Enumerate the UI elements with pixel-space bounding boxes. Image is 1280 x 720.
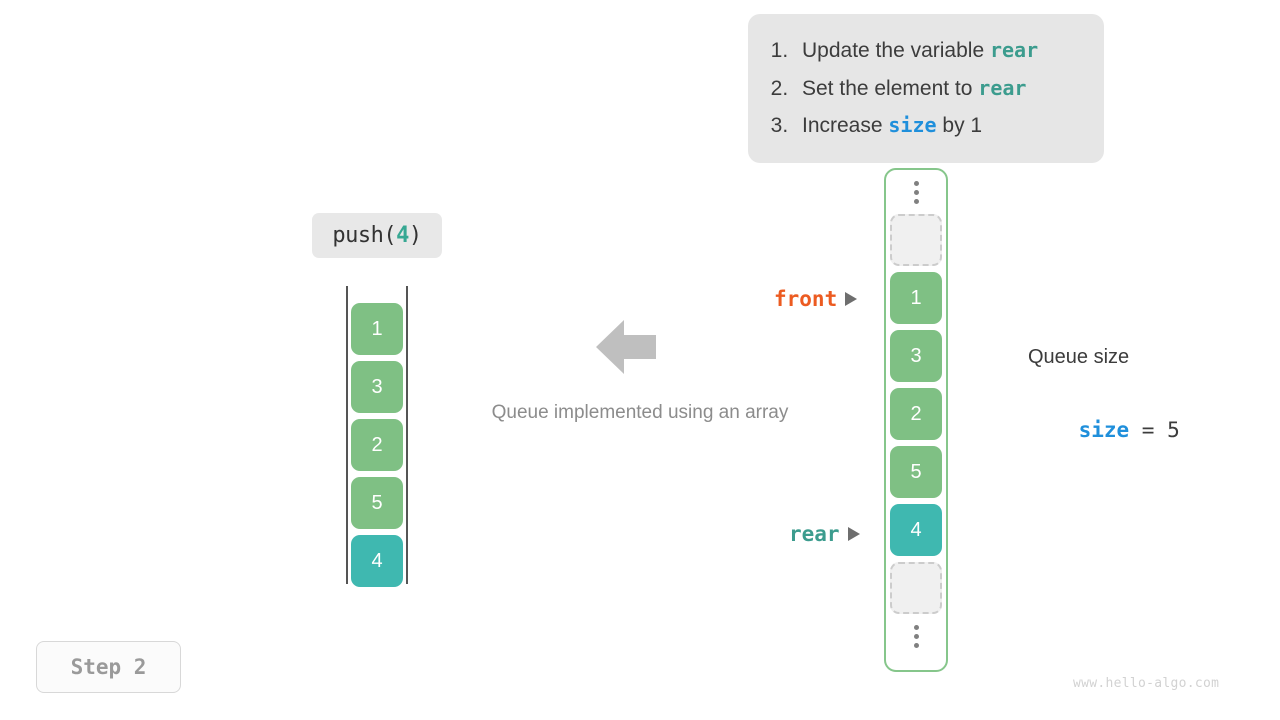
instruction-text-pre: Update the variable bbox=[802, 39, 990, 62]
operation-argument: 4 bbox=[396, 223, 409, 248]
queue-cell: 1 bbox=[351, 303, 403, 355]
instruction-item: Update the variable rear bbox=[794, 32, 1084, 70]
size-readout-expression: size = 5 bbox=[1028, 373, 1238, 487]
logical-queue-column: 1 3 2 5 4 bbox=[346, 286, 408, 587]
instruction-text-pre: Set the element to bbox=[802, 76, 979, 100]
left-arrow-icon bbox=[596, 320, 656, 374]
instruction-callout: Update the variable rear Set the element… bbox=[748, 14, 1104, 163]
array-cell-empty bbox=[890, 214, 942, 266]
instruction-text-pre: Increase bbox=[802, 114, 889, 137]
front-pointer-label: front bbox=[774, 287, 838, 311]
size-value: 5 bbox=[1167, 418, 1180, 442]
queue-rail-right bbox=[406, 286, 408, 584]
instruction-text-post: by 1 bbox=[936, 114, 983, 137]
size-readout: Queue size size = 5 bbox=[1028, 342, 1238, 487]
logical-queue-cells: 1 3 2 5 4 bbox=[351, 303, 403, 587]
array-cell: 2 bbox=[890, 388, 942, 440]
step-badge: Step 2 bbox=[36, 641, 181, 693]
array-cell: 5 bbox=[890, 446, 942, 498]
array-container: 1 3 2 5 4 bbox=[884, 168, 948, 672]
rear-pointer-label: rear bbox=[789, 522, 840, 546]
instruction-item: Increase size by 1 bbox=[794, 107, 1084, 145]
watermark: www.hello-algo.com bbox=[1073, 676, 1220, 691]
ellipsis-bottom-icon bbox=[913, 614, 919, 658]
rear-pointer: rear bbox=[789, 522, 860, 546]
queue-cell: 2 bbox=[351, 419, 403, 471]
array-cell-empty bbox=[890, 562, 942, 614]
instruction-code-token: rear bbox=[989, 38, 1039, 62]
size-readout-title: Queue size bbox=[1028, 346, 1130, 368]
diagram-caption: Queue implemented using an array bbox=[491, 402, 789, 423]
queue-cell-new: 4 bbox=[351, 535, 403, 587]
operation-label: push(4) bbox=[312, 213, 442, 258]
ellipsis-top-icon bbox=[913, 170, 919, 214]
arrow-head-icon bbox=[845, 292, 858, 306]
front-pointer: front bbox=[774, 287, 858, 311]
instruction-code-token: rear bbox=[978, 75, 1027, 100]
size-operator: = bbox=[1129, 418, 1168, 442]
size-variable-name: size bbox=[1078, 418, 1130, 442]
instruction-list: Update the variable rear Set the element… bbox=[766, 32, 1084, 145]
queue-cell: 5 bbox=[351, 477, 403, 529]
array-cell: 1 bbox=[890, 272, 942, 324]
queue-cell: 3 bbox=[351, 361, 403, 413]
queue-rail-left bbox=[346, 286, 348, 584]
operation-prefix: push( bbox=[332, 223, 397, 248]
instruction-code-token: size bbox=[888, 113, 937, 137]
array-cell: 3 bbox=[890, 330, 942, 382]
instruction-item: Set the element to rear bbox=[794, 70, 1084, 108]
array-cell-new: 4 bbox=[890, 504, 942, 556]
operation-suffix: ) bbox=[408, 223, 422, 248]
arrow-head-icon bbox=[847, 527, 860, 541]
